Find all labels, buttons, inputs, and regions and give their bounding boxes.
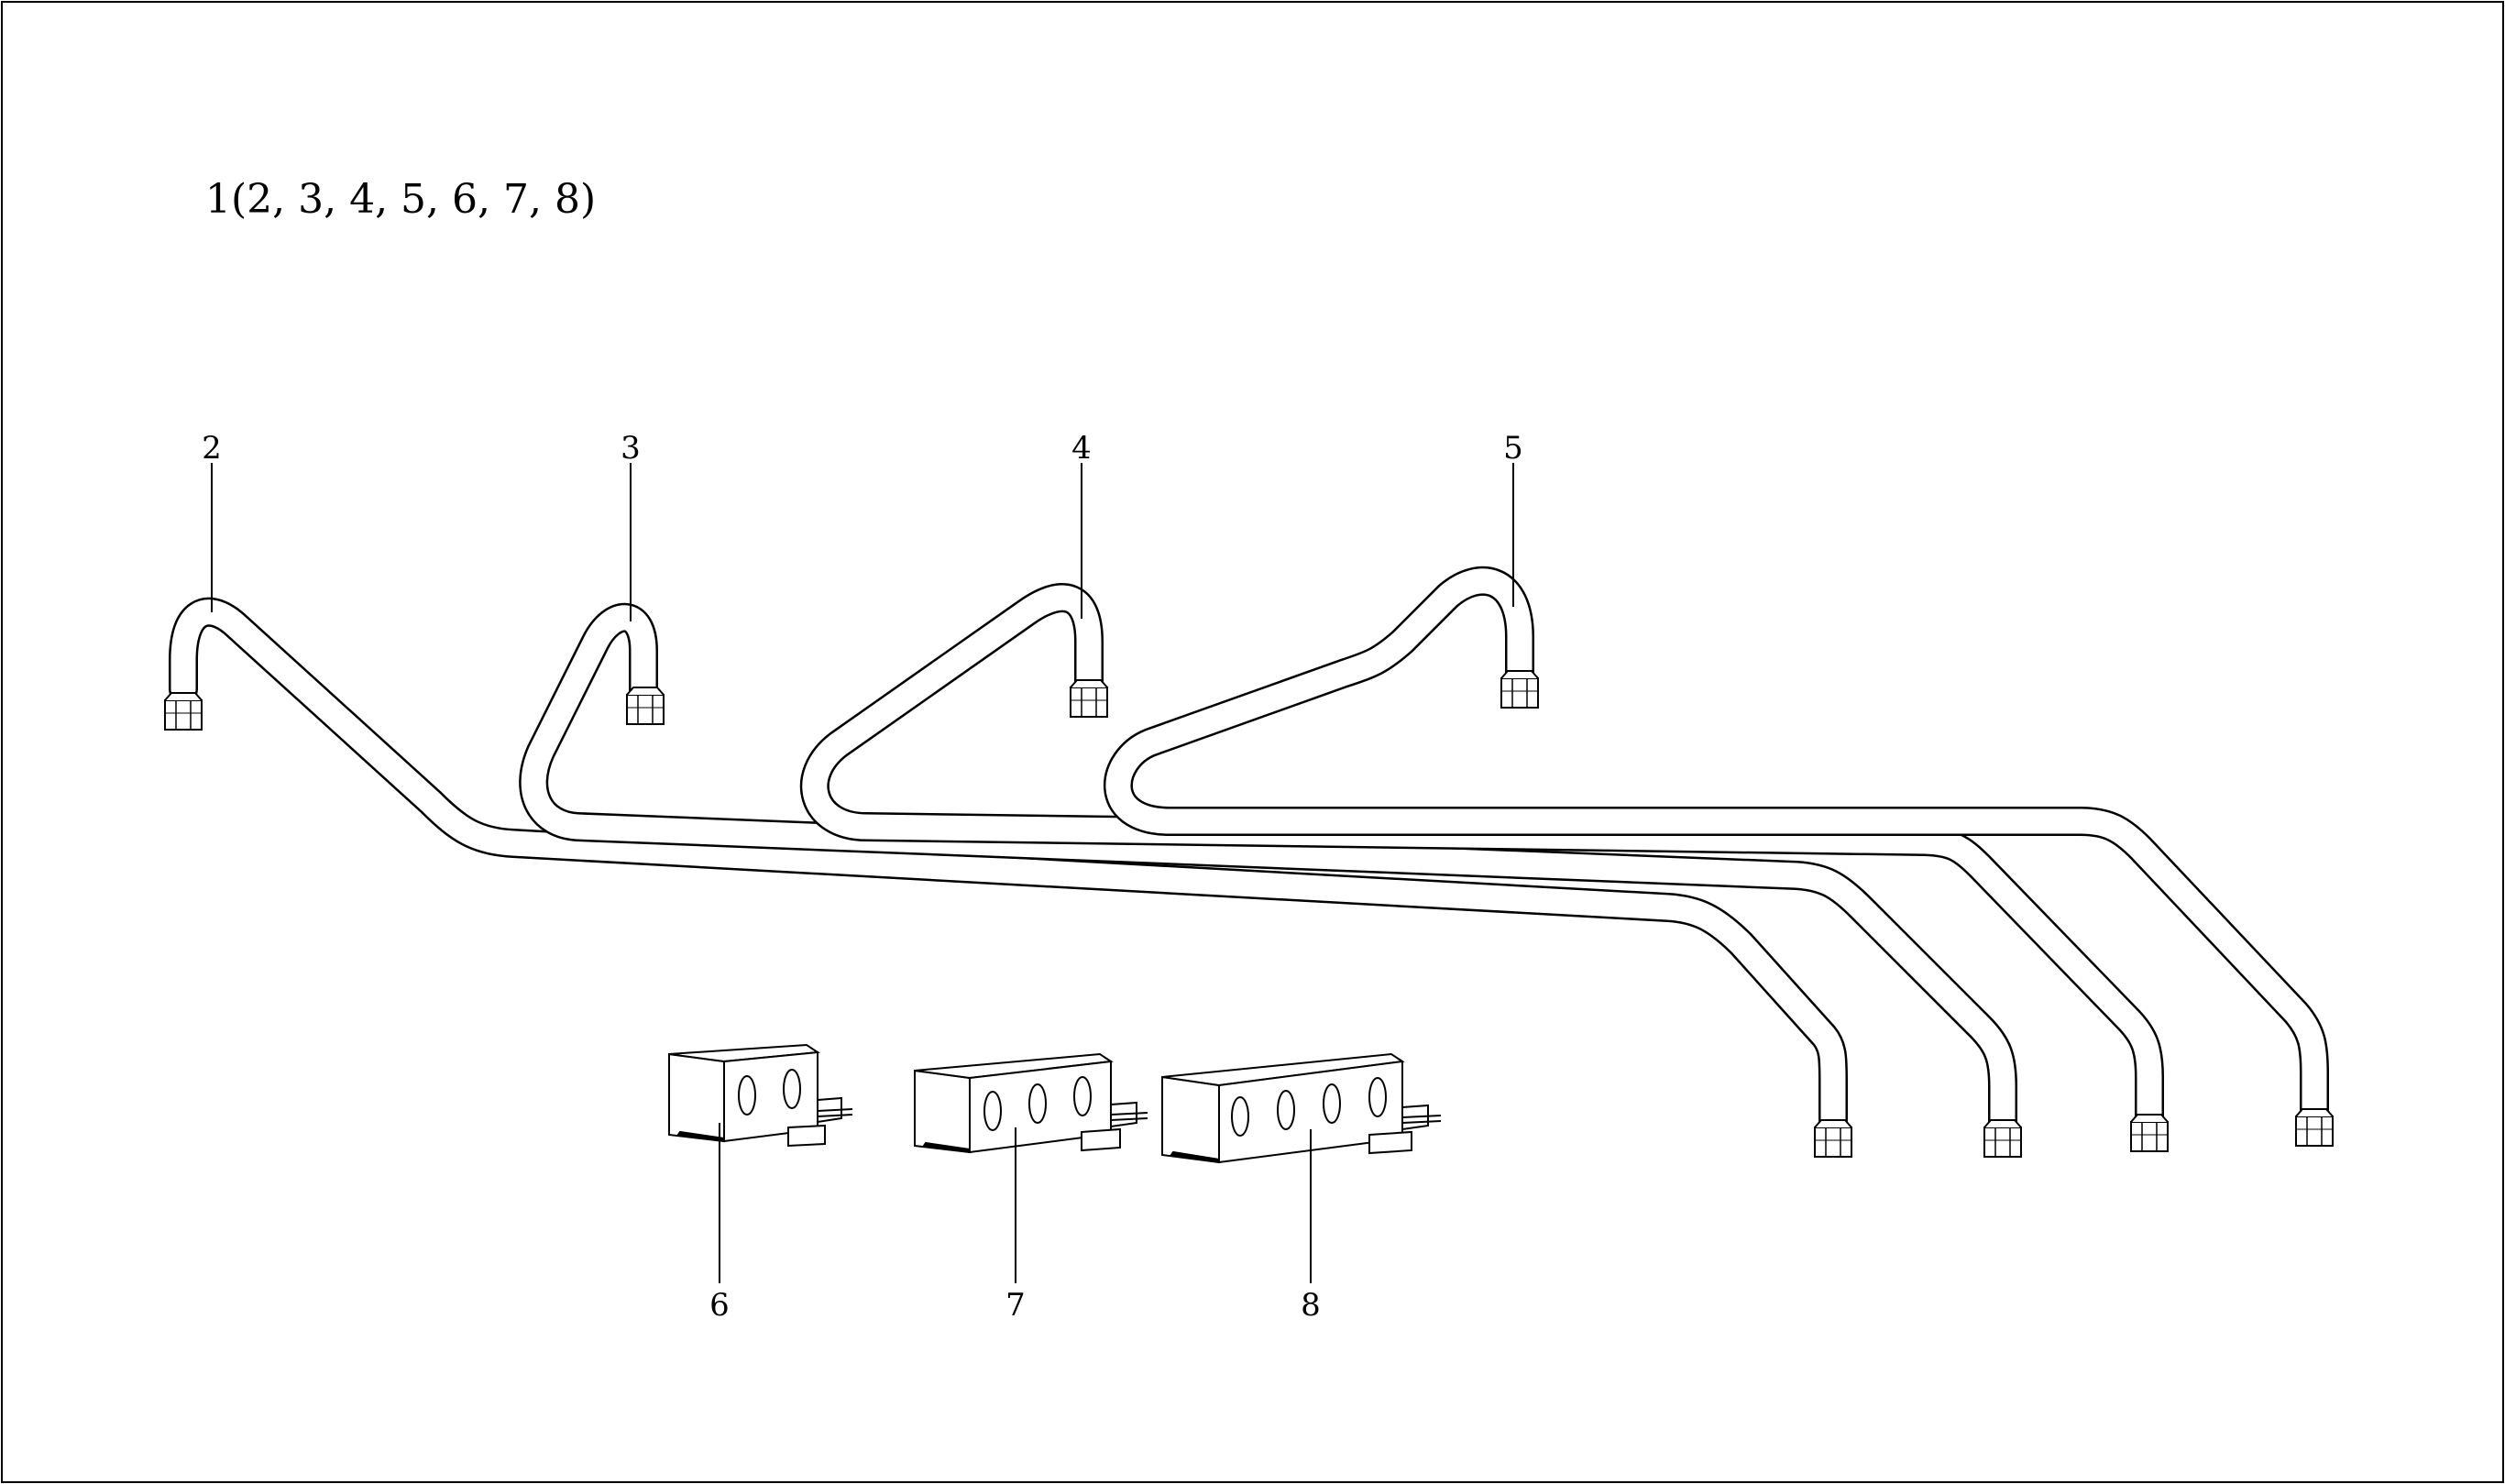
nut-pipe-2-top [164, 692, 203, 731]
fuel-pipe-4 [800, 583, 2164, 1138]
nut-pipe-3-top [626, 687, 665, 725]
callout-7: 7 [1005, 1287, 1026, 1324]
callout-3: 3 [621, 430, 641, 467]
clamp-8-hole-2 [1277, 1090, 1295, 1130]
clamp-8-hole-1 [1231, 1096, 1249, 1137]
fuel-pipe-2 [169, 597, 1848, 1135]
clamp-6-hole-2 [783, 1069, 801, 1109]
callout-6: 6 [709, 1287, 730, 1324]
clamp-8-hole-4 [1368, 1077, 1387, 1117]
nut-pipe-4-bottom [2130, 1114, 2169, 1152]
clamp-7-hole-3 [1073, 1076, 1092, 1116]
clamp-8-hole-3 [1323, 1083, 1341, 1124]
clamp-7 [914, 1052, 1148, 1154]
callout-8: 8 [1301, 1287, 1321, 1324]
fuel-pipe-5 [1104, 566, 2329, 1131]
callout-4: 4 [1071, 430, 1092, 467]
callout-5: 5 [1503, 430, 1523, 467]
clamp-6 [668, 1043, 853, 1148]
clamp-7-hole-2 [1028, 1083, 1047, 1124]
nut-pipe-4-top [1070, 679, 1108, 718]
nut-pipe-2-bottom [1814, 1119, 1852, 1158]
clamp-6-hole-1 [738, 1075, 756, 1116]
clamp-7-hole-1 [983, 1091, 1002, 1131]
fuel-pipe-3 [519, 602, 2017, 1144]
nut-pipe-3-bottom [1983, 1119, 2022, 1158]
assembly-label: 1(2, 3, 4, 5, 6, 7, 8) [205, 176, 596, 223]
callout-2: 2 [202, 430, 222, 467]
clamp-8 [1161, 1052, 1442, 1164]
nut-pipe-5-top [1500, 670, 1539, 709]
nut-pipe-5-bottom [2295, 1108, 2334, 1147]
